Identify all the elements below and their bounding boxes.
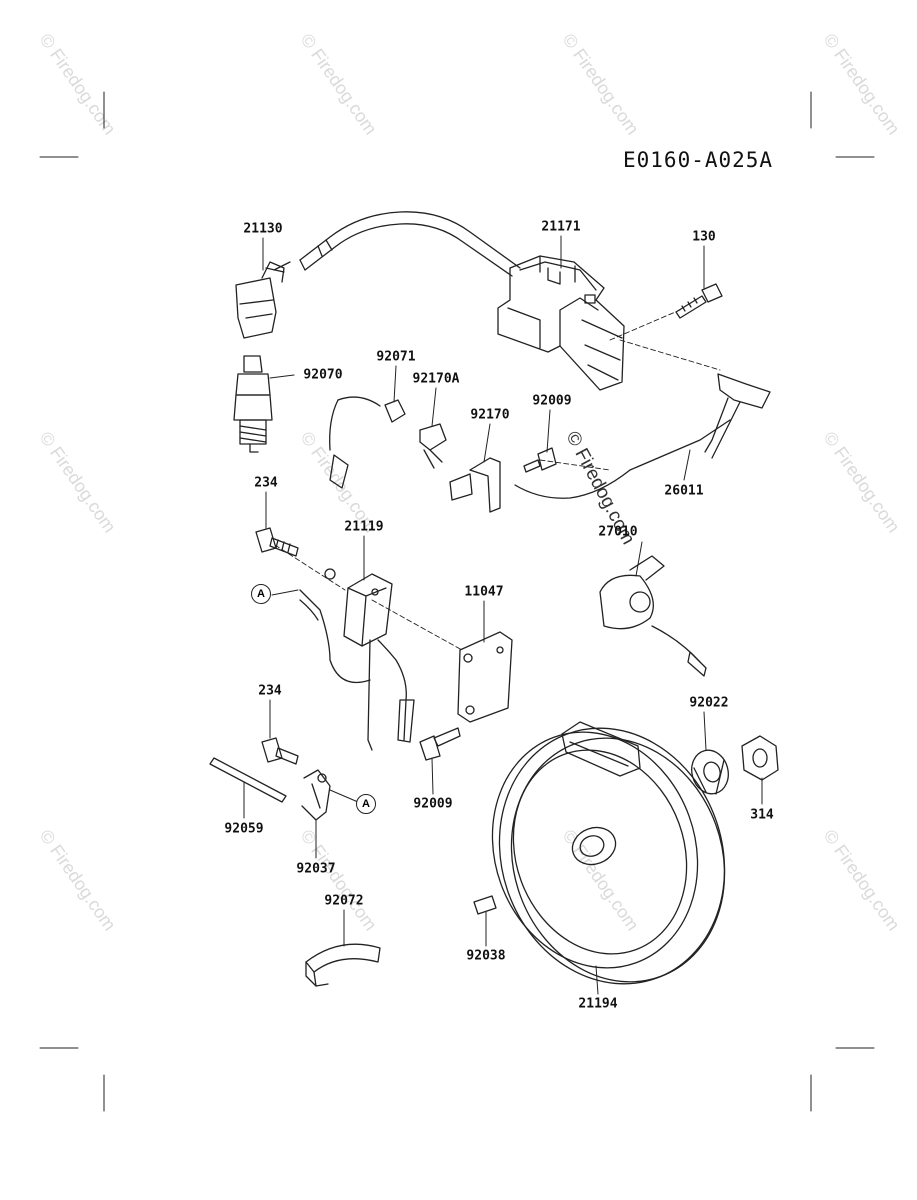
part-label-21119[interactable]: 21119	[344, 519, 384, 535]
part-label-92038[interactable]: 92038	[466, 948, 506, 964]
nut-314	[741, 735, 779, 781]
part-label-92072[interactable]: 92072	[324, 893, 364, 909]
part-label-92059[interactable]: 92059	[224, 821, 264, 837]
wire-grommet	[329, 396, 406, 489]
part-label-92037[interactable]: 92037	[296, 861, 336, 877]
part-label-92070[interactable]: 92070	[303, 367, 343, 383]
key-92038	[473, 895, 497, 915]
part-label-234-top[interactable]: 234	[254, 475, 278, 491]
flywheel	[491, 721, 726, 985]
bolt-234-top	[255, 527, 299, 557]
part-label-314[interactable]: 314	[750, 807, 774, 823]
part-label-92009-bottom[interactable]: 92009	[413, 796, 453, 812]
stop-wire	[514, 373, 771, 499]
wire-clamp	[419, 423, 447, 469]
bolt-130	[675, 283, 723, 319]
crop-marks	[39, 91, 875, 1112]
callout-a-bottom: A	[356, 794, 376, 814]
part-label-21194[interactable]: 21194	[578, 996, 618, 1012]
screw-92009-bottom	[419, 727, 461, 761]
leader-lines-dashed	[274, 309, 721, 651]
washer-92022	[691, 749, 729, 795]
spark-plug	[233, 355, 273, 453]
callout-a-top: A	[251, 584, 271, 604]
ignition-coil-lead	[299, 211, 521, 277]
bracket-92170	[449, 457, 501, 513]
spark-plug-cap	[235, 261, 291, 339]
part-label-21130[interactable]: 21130	[243, 221, 283, 237]
part-label-27010[interactable]: 27010	[598, 524, 638, 540]
part-label-92170[interactable]: 92170	[470, 407, 510, 423]
ignition-unit	[299, 568, 415, 751]
mounting-plate	[457, 631, 513, 723]
part-label-21171[interactable]: 21171	[541, 219, 581, 235]
part-label-26011[interactable]: 26011	[664, 483, 704, 499]
band-92072	[305, 943, 381, 987]
leader-lines	[243, 235, 763, 995]
bolt-234-mid	[261, 737, 299, 765]
part-label-92022[interactable]: 92022	[689, 695, 729, 711]
part-label-92170a[interactable]: 92170A	[412, 371, 460, 387]
pin-92059	[209, 757, 287, 803]
part-label-92071[interactable]: 92071	[376, 349, 416, 365]
part-label-11047[interactable]: 11047	[464, 584, 504, 600]
pulser-coil	[599, 555, 707, 677]
screw-92009-top	[523, 447, 557, 473]
clip-92037	[301, 769, 331, 821]
diagram-code: E0160-A025A	[623, 148, 774, 172]
part-label-234-mid[interactable]: 234	[258, 683, 282, 699]
part-label-92009-top[interactable]: 92009	[532, 393, 572, 409]
part-label-130[interactable]: 130	[692, 229, 716, 245]
ignition-coil	[497, 255, 625, 391]
